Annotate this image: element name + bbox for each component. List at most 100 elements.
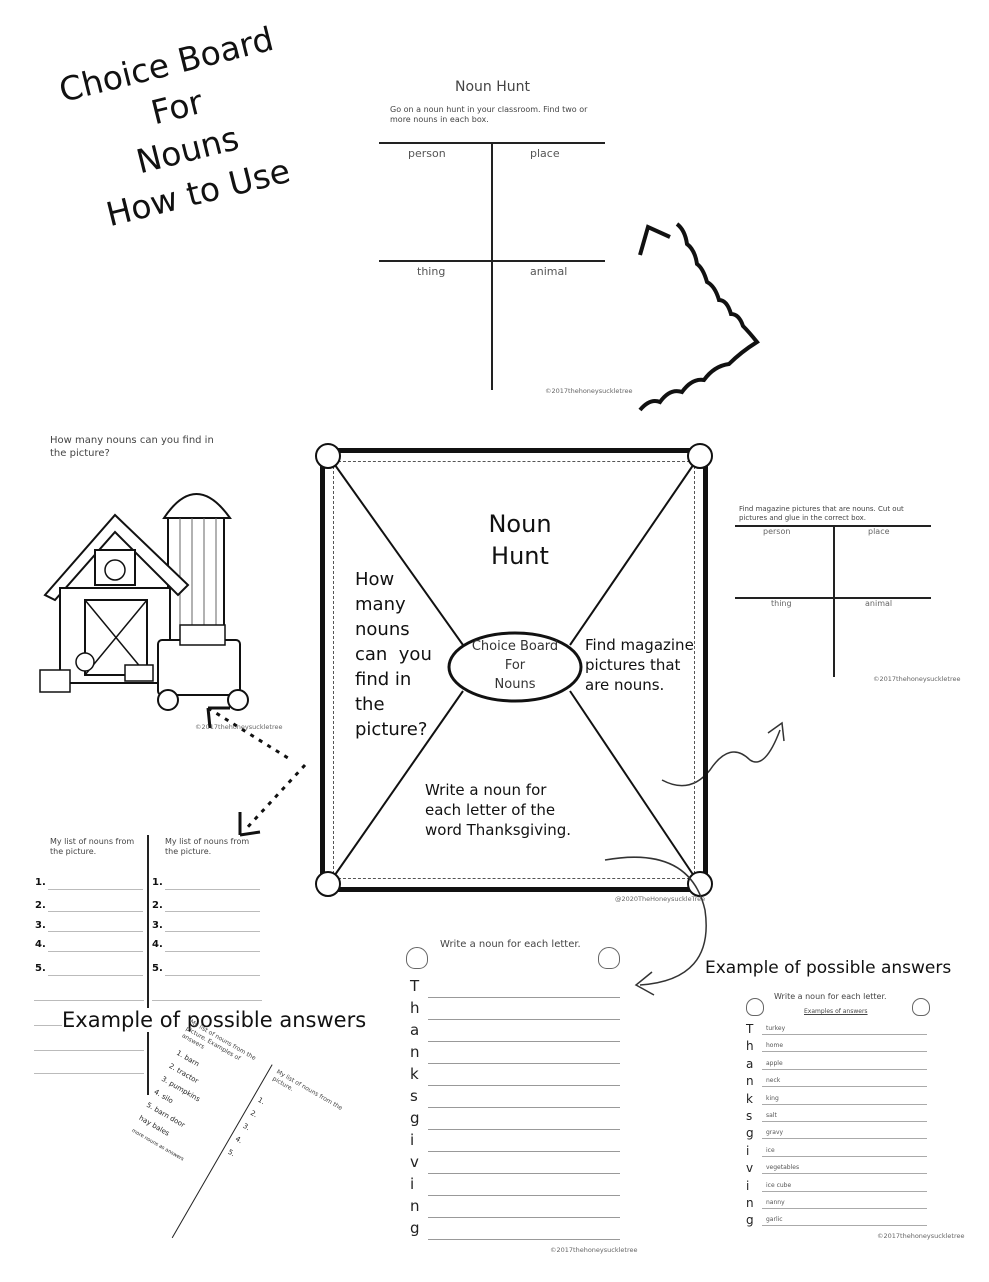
turkey-icon [746,998,764,1016]
thanksgiving-title: Write a noun for each letter. [440,939,581,950]
left-line: can you [355,644,432,665]
top-section-text: Noun Hunt [465,508,575,572]
rule-line [165,951,260,952]
center-oval-text: Choice Board For Nouns [453,637,577,694]
bottom-section-text: Write a noun for each letter of the word… [425,780,625,840]
magazine-worksheet: Find magazine pictures that are nouns. C… [733,505,961,685]
answer: vegetables [766,1164,800,1172]
picture-question: How many nouns can you find in the pictu… [50,435,214,459]
noun-hunt-title: Noun Hunt [455,79,530,95]
turkey-icon [912,998,930,1016]
box-label-place: place [530,147,560,160]
curved-arrow-icon [604,856,707,996]
letter: n [410,1043,420,1061]
rule-line [762,1034,927,1035]
noun-list-worksheet: My list of nouns from the picture. My li… [30,835,265,1095]
letter: a [410,1021,420,1039]
left-section-text: How many nouns can you find in the pictu… [355,567,450,742]
letter: i [746,1178,750,1193]
top-line-1: Noun [488,510,552,538]
box-label-animal: animal [530,265,568,278]
letter: g [410,1219,420,1237]
rule-line [762,1121,927,1122]
choice-board-diagonals [329,457,699,883]
rule-line [48,911,143,912]
center-line: Choice Board [471,639,559,654]
answer: turkey [766,1025,786,1032]
list-number: 5. [226,1147,237,1159]
picture-worksheet: How many nouns can you find in the pictu… [39,430,283,731]
rule-line [428,1129,620,1130]
thanksgiving-worksheet: Write a noun for each letter. T h a n k … [400,935,638,1255]
letter: n [410,1197,420,1215]
list-number: 5. [35,963,46,974]
left-line: the [355,694,385,715]
rule-line [34,1073,144,1074]
dotted-arrow-icon [206,706,307,837]
letter: i [410,1131,415,1149]
flower-ornament-icon [315,871,341,897]
rule-line [165,911,260,912]
divider [833,525,835,677]
rule-line [428,1041,620,1042]
turkey-icon [598,947,620,969]
copyright: ©2017thehoneysuckletree [550,1246,638,1254]
rule-line [34,1050,144,1051]
rule-line [48,951,143,952]
left-line: nouns [355,619,410,640]
letter: g [746,1126,754,1141]
list-number: 1. [152,877,163,888]
example-label-right: Example of possible answers [705,958,952,978]
rule-line [428,997,620,998]
answer: salt [766,1112,777,1119]
left-line: picture? [355,719,428,740]
copyright: ©2017thehoneysuckletree [877,1232,965,1240]
right-line: Find magazine [585,636,694,654]
rotated-header-right: My list of nouns from the picture. [271,1068,344,1112]
rule-line [762,1068,927,1070]
letter: v [410,1153,419,1171]
letter: n [746,1196,754,1210]
list-header-left: My list of nouns from the picture. [50,837,135,856]
center-line: Nouns [494,677,536,692]
copyright: @2020TheHoneysuckleTree [615,895,706,903]
example-title: Write a noun for each letter. [774,992,887,1001]
rule-line [428,1151,620,1152]
rule-line [762,1103,927,1105]
letter: s [410,1087,418,1105]
rule-line [34,1000,144,1001]
letter: T [410,977,420,995]
letter: a [746,1056,754,1071]
left-line: How [355,569,395,590]
answer: nanny [766,1199,785,1206]
right-line: are nouns. [585,676,665,694]
rule-line [762,1190,927,1192]
rule-line [428,1173,620,1174]
list-number: 5. [152,963,163,974]
rule-line [428,1019,620,1020]
box-label-animal: animal [865,599,893,608]
rule-line [165,931,260,932]
letter: n [746,1074,754,1089]
example-subtitle: Examples of answers [804,1008,868,1015]
rule-line [762,1225,927,1227]
rule-line [428,1107,620,1108]
divider [491,142,493,390]
list-header-right: My list of nouns from the picture. [165,837,250,856]
rule-line [428,1195,620,1196]
choice-board-border [333,461,695,879]
copyright: ©2017thehoneysuckletree [873,675,961,683]
rule-line [428,1217,620,1218]
letter: s [746,1109,753,1123]
example-label-left: Example of possible answers [62,1008,367,1032]
rule-line [428,1063,620,1064]
copyright: ©2017thehoneysuckletree [545,387,633,395]
list-number: 3. [152,920,163,931]
letter: h [746,1039,754,1054]
rule-line [48,889,143,890]
flower-ornament-icon [315,443,341,469]
rule-line [762,1138,927,1140]
rotated-numbers-right: 1. 2. 3. 4. 5. [224,1093,267,1161]
bottom-line: each letter of the [425,801,556,819]
example-answers-worksheet: Write a noun for each letter. Examples o… [742,990,965,1240]
